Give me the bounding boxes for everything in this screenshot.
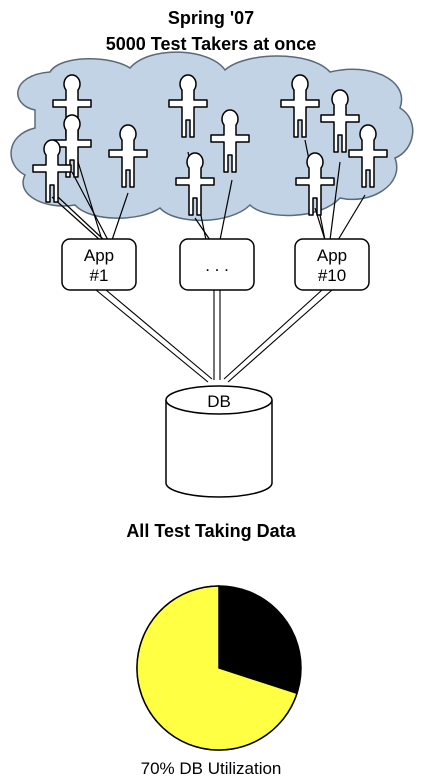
app-server-1-label: App bbox=[84, 246, 114, 265]
person-icon bbox=[52, 114, 92, 178]
pie-used-slice bbox=[136, 585, 298, 751]
database-label: DB bbox=[207, 392, 231, 411]
app-server-1-number: #1 bbox=[90, 266, 109, 285]
app-server-10-label: App bbox=[317, 246, 347, 265]
person-icon bbox=[320, 89, 360, 153]
person-icon bbox=[348, 124, 388, 188]
person-icon bbox=[280, 74, 320, 138]
database-caption: All Test Taking Data bbox=[126, 521, 296, 541]
utilization-caption: 70% DB Utilization bbox=[141, 759, 282, 778]
diagram-title-line1: Spring '07 bbox=[168, 8, 254, 28]
app-server-ellipsis-label: . . . bbox=[205, 256, 229, 275]
utilization-pie bbox=[136, 585, 302, 751]
app-server-10: App #10 bbox=[294, 238, 370, 291]
app-server-ellipsis: . . . bbox=[179, 238, 255, 291]
diagram-title-line2: 5000 Test Takers at once bbox=[106, 34, 316, 54]
database-cylinder-icon bbox=[165, 385, 273, 498]
person-icon bbox=[108, 124, 148, 188]
app-db-connections bbox=[95, 289, 333, 383]
person-icon bbox=[175, 152, 215, 216]
person-icon bbox=[295, 152, 335, 216]
app-server-1: App #1 bbox=[61, 238, 137, 291]
person-icon bbox=[210, 109, 250, 173]
test-takers bbox=[32, 74, 388, 216]
app-server-10-number: #10 bbox=[318, 266, 346, 285]
person-icon bbox=[168, 74, 208, 138]
person-icon bbox=[32, 139, 72, 203]
